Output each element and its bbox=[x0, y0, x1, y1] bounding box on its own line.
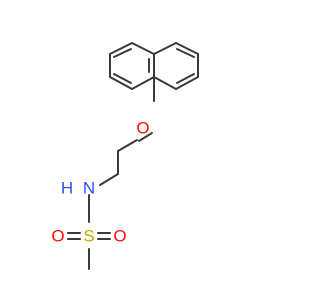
bond-double-inner bbox=[113, 48, 132, 58]
bond bbox=[109, 42, 133, 55]
atom-labels: O N H S O O bbox=[51, 119, 149, 246]
bond-double-inner bbox=[113, 73, 132, 84]
bond bbox=[99, 173, 119, 186]
bond-double-inner bbox=[176, 48, 195, 58]
molecule-diagram: O N H S O O bbox=[51, 42, 199, 270]
bond bbox=[153, 76, 177, 90]
atom-sulfur: S bbox=[83, 227, 94, 246]
bond bbox=[153, 42, 177, 55]
naphthalene-ring-left bbox=[109, 42, 155, 90]
atom-oxygen-right: O bbox=[113, 227, 126, 246]
bond bbox=[131, 42, 155, 55]
bond bbox=[117, 139, 138, 152]
bond bbox=[131, 76, 155, 90]
atom-nitrogen: N bbox=[83, 179, 95, 198]
atom-oxygen-ether: O bbox=[136, 119, 149, 138]
atom-oxygen-left: O bbox=[51, 227, 64, 246]
bond-double-inner bbox=[176, 73, 195, 84]
bond bbox=[175, 76, 199, 90]
bond bbox=[175, 42, 199, 55]
bond bbox=[109, 76, 133, 90]
atom-hydrogen: H bbox=[61, 179, 73, 198]
naphthalene-ring-right bbox=[153, 42, 199, 90]
side-chain bbox=[67, 76, 155, 270]
bond-oxygen-to-chain bbox=[138, 132, 153, 142]
